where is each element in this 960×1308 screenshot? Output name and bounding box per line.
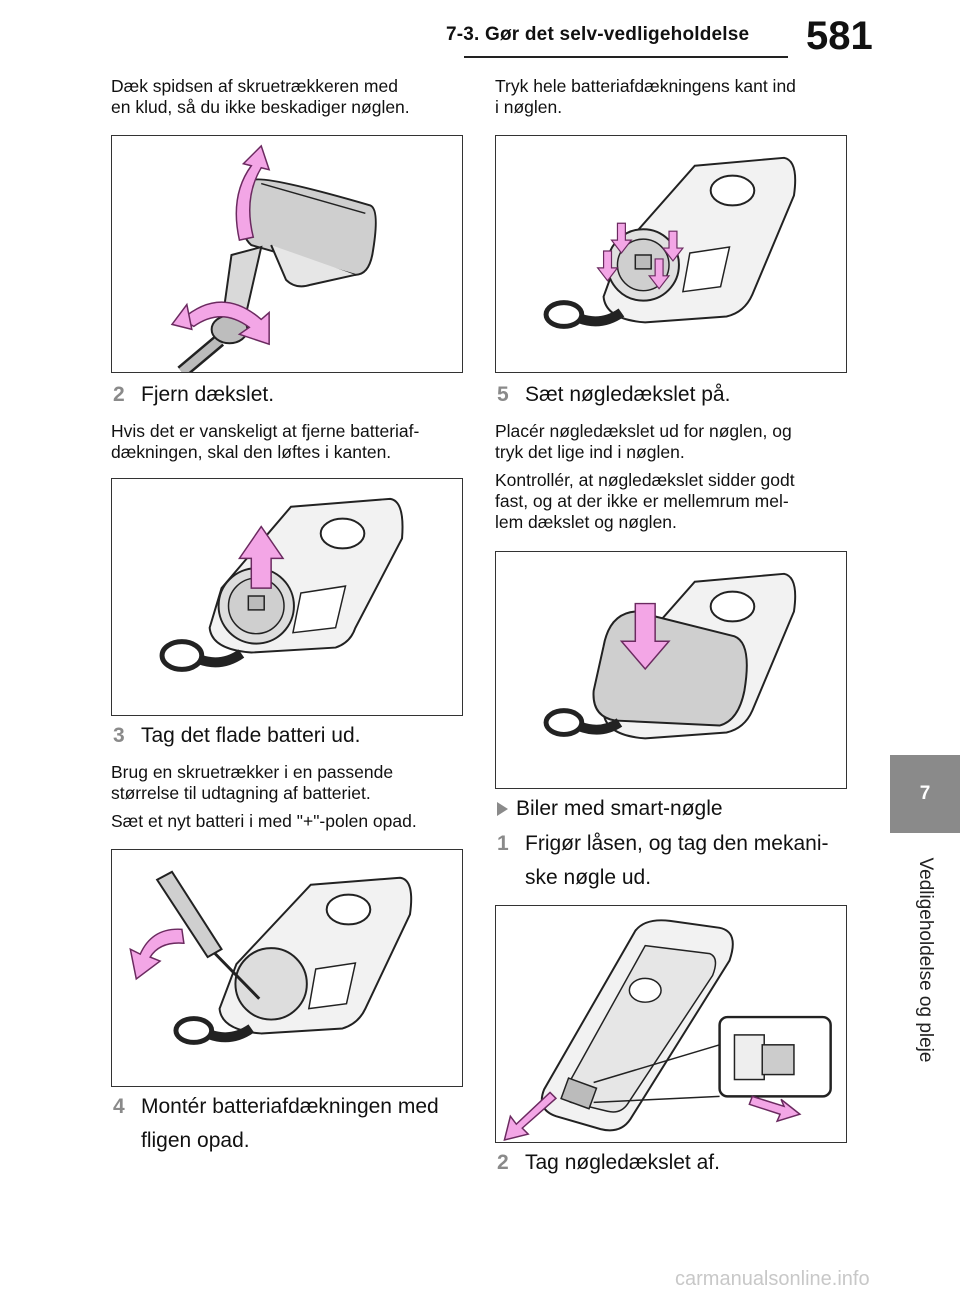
step-4-line-2: fligen opad. [141,1129,250,1152]
step-5: 5 Sæt nøgledækslet på. [497,378,730,412]
step-5-note-1-line-1: Placér nøgledækslet ud for nøglen, og [495,421,792,441]
step-2-text: Fjern dækslet. [141,383,275,406]
header-rule [464,56,788,58]
step-3-number: 3 [113,724,125,747]
step-5-note-2-line-1: Kontrollér, at nøgledækslet sidder godt [495,470,795,490]
step-3-note-1-line-2: størrelse til udtagning af batteriet. [111,783,371,803]
step-3-note-2: Sæt et nyt batteri i med "+"-polen opad. [111,811,417,831]
smart-step-2-text: Tag nøgledækslet af. [525,1151,720,1174]
figure-pry-cover [111,135,463,373]
smart-step-1-text: Frigør låsen, og tag den mekani-ske nøgl… [525,827,828,895]
step-3-note-1: Brug en skruetrækker i en passende størr… [111,762,393,804]
smart-key-subheading-text: Biler med smart-nøgle [516,797,723,820]
step-2-number: 2 [113,383,125,406]
smart-step-1-line-2: ske nøgle ud. [525,866,652,889]
figure-remove-battery [111,849,463,1087]
pry-cover-illustration [170,144,377,372]
right-intro-line-1: Tryk hele batteriafdækningens kant ind [495,76,796,96]
right-intro-line-2: i nøglen. [495,97,563,117]
step-5-note-1: Placér nøgledækslet ud for nøglen, og tr… [495,421,792,463]
step-2-note-line-1: Hvis det er vanskeligt at fjerne batteri… [111,421,420,441]
attach-key-cover-illustration [543,572,797,740]
step-2: 2 Fjern dækslet. [113,378,274,412]
step-4: 4 Montér batteriafdækningen med fligen opa… [113,1090,439,1158]
smart-step-1: 1 Frigør låsen, og tag den mekani-ske nøg… [497,827,828,895]
press-cover-edges-illustration [543,156,797,329]
step-3-text: Tag det flade batteri ud. [141,724,361,747]
smart-step-1-line-1: Frigør låsen, og tag den mekani- [525,832,829,855]
step-5-note-2: Kontrollér, at nøgledækslet sidder godt … [495,470,795,533]
step-2-note: Hvis det er vanskeligt at fjerne batteri… [111,421,419,463]
triangle-bullet-icon [497,802,508,817]
step-4-text: Montér batteriafdækningen med fligen opad… [141,1090,439,1158]
remove-battery-cover-illustration [159,497,404,672]
smart-step-2-number: 2 [497,1151,509,1174]
right-intro: Tryk hele batteriafdækningens kant ind i… [495,76,796,118]
step-3-note-1-line-1: Brug en skruetrækker i en passende [111,762,394,782]
step-5-note-1-line-2: tryk det lige ind i nøglen. [495,442,685,462]
step-4-line-1: Montér batteriafdækningen med [141,1095,439,1118]
section-title: 7-3. Gør det selv-vedligeholdelse [446,24,750,45]
figure-attach-key-cover [495,551,847,789]
left-intro-line-2: en klud, så du ikke beskadiger nøglen. [111,97,410,117]
chapter-tab-label: Vedligeholdelse og pleje [915,857,936,1063]
watermark: carmanualsonline.info [675,1268,870,1290]
page-number: 581 [806,14,873,58]
step-5-note-2-line-3: lem dækslet og nøglen. [495,512,677,532]
left-intro: Dæk spidsen af skruetrækkeren med en klu… [111,76,410,118]
step-5-note-2-line-2: fast, og at der ikke er mellemrum mel- [495,491,789,511]
release-mechanical-key-illustration [503,919,832,1142]
left-intro-line-1: Dæk spidsen af skruetrækkeren med [111,76,398,96]
step-4-number: 4 [113,1095,125,1118]
chapter-tab-number[interactable]: 7 [890,755,960,833]
step-5-number: 5 [497,383,509,406]
figure-remove-battery-cover [111,478,463,716]
smart-step-2: 2 Tag nøgledækslet af. [497,1146,720,1180]
smart-key-subheading: Biler med smart-nøgle [497,792,723,826]
step-5-text: Sæt nøgledækslet på. [525,383,731,406]
step-2-note-line-2: dækningen, skal den løftes i kanten. [111,442,392,462]
chapter-tab[interactable]: Vedligeholdelse og pleje [890,840,960,1080]
smart-step-1-number: 1 [497,832,509,855]
remove-battery-illustration [129,870,413,1045]
figure-release-mechanical-key [495,905,847,1143]
figure-press-cover-edges [495,135,847,373]
step-3: 3 Tag det flade batteri ud. [113,719,361,753]
